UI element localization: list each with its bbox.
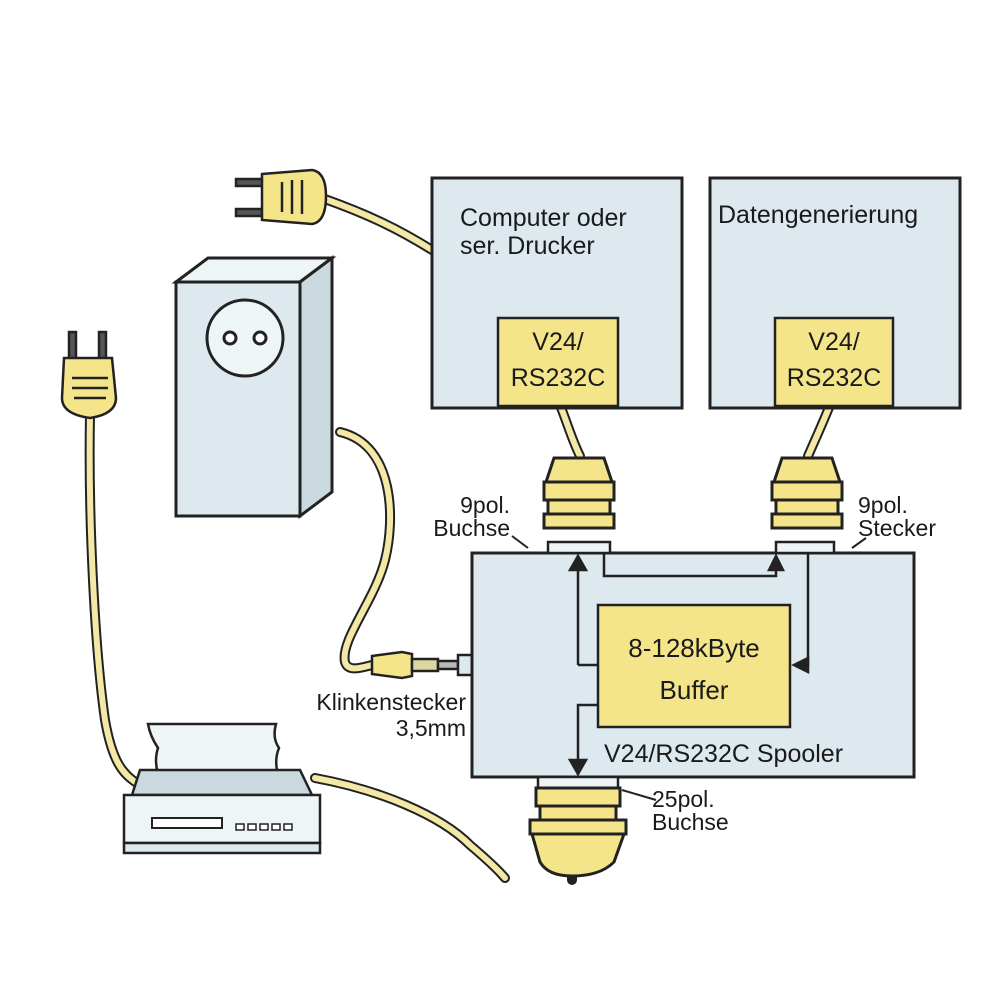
printer-power-plug: [60, 330, 118, 420]
computer-port: [496, 316, 620, 408]
computer-power-plug: [234, 168, 328, 226]
printer-paper: [146, 722, 281, 776]
left-9pin-connector: [542, 456, 616, 530]
bottom-25pin-label: 25pol. Buchse: [652, 786, 729, 835]
power-adapter: [171, 255, 337, 519]
data-gen-port-label: V24/ RS232C: [786, 328, 882, 393]
right-9pin-connector: [770, 456, 844, 530]
printer: [122, 722, 322, 855]
data-gen-box-title: Datengenerierung: [718, 201, 919, 229]
socket-icon: [205, 298, 285, 378]
jack-plug: [370, 650, 474, 680]
right-9pin-socket: [774, 540, 836, 555]
signal-flow: [567, 553, 810, 777]
printer-power-cable: [84, 410, 145, 790]
bottom-25pin-socket: [536, 775, 620, 790]
arrow-down-icon: [567, 758, 589, 777]
computer-port-label: V24/ RS232C: [510, 328, 606, 393]
jack-label: Klinkenstecker 3,5mm: [316, 689, 466, 741]
bottom-25pin-connector: [528, 786, 628, 878]
arrow-up-icon: [567, 553, 589, 572]
buffer-label: 8-128kByte Buffer: [628, 633, 760, 705]
arrow-up-right-icon: [766, 553, 786, 572]
left-9pin-socket: [546, 540, 612, 555]
data-gen-port: [773, 316, 895, 408]
right-9pin-label: 9pol. Stecker: [858, 492, 936, 541]
spooler-box: [470, 540, 916, 790]
buffer-box: [596, 603, 792, 729]
arrow-left-icon: [791, 655, 810, 675]
data-gen-box: [708, 176, 962, 410]
computer-box-title: Computer oder ser. Drucker: [460, 204, 627, 260]
spooler-label: V24/RS232C Spooler: [604, 740, 844, 768]
left-9pin-label: 9pol. Buchse: [433, 492, 510, 541]
computer-box: [430, 176, 684, 410]
printer-data-cable: [310, 773, 510, 883]
